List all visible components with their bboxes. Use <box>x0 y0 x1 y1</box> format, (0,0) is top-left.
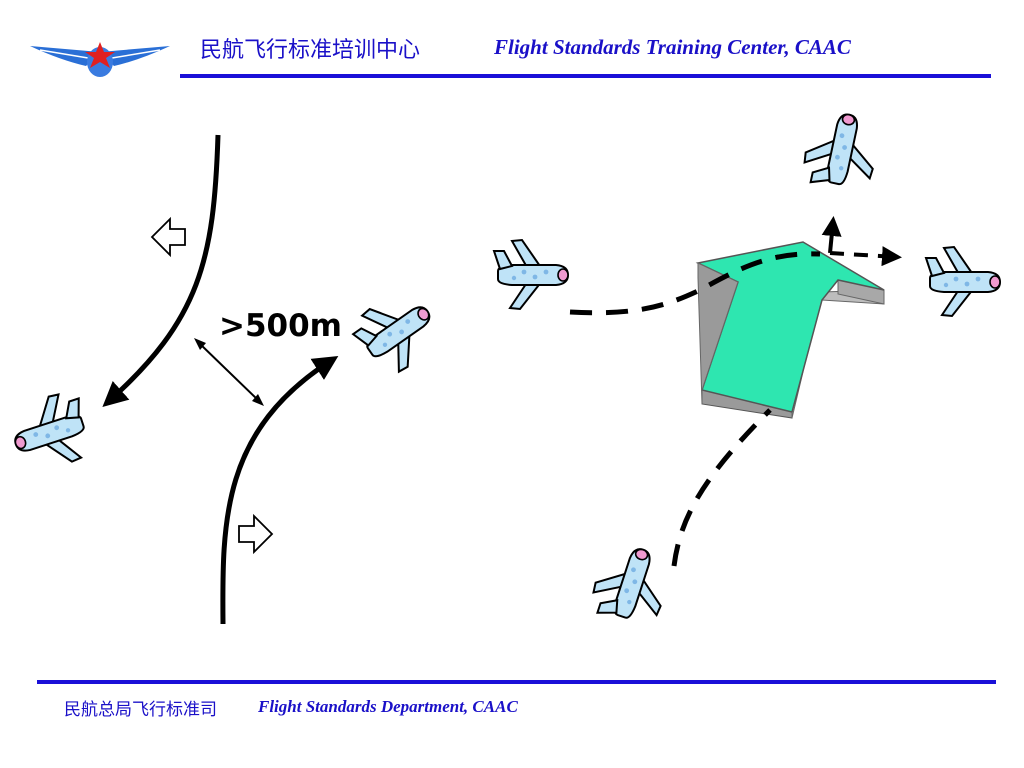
left-turn-path <box>102 134 221 407</box>
block-arrow-up-icon <box>695 241 885 419</box>
airplane-icon <box>3 386 98 478</box>
header-org-en: Flight Standards Training Center, CAAC <box>494 35 851 59</box>
separation-label: >500m <box>219 308 342 344</box>
airplane-icon <box>493 239 569 310</box>
hollow-arrow-left-icon <box>150 216 186 258</box>
header-org-cn: 民航飞行标准培训中心 <box>200 38 421 63</box>
route-north-dashed <box>821 216 842 254</box>
airplane-icon <box>798 106 884 196</box>
airplane-icon <box>345 281 448 383</box>
separation-dimension-arrow <box>194 338 264 406</box>
approach-route-dashed <box>569 251 821 316</box>
route-east-dashed <box>829 246 902 267</box>
hollow-arrow-right-icon <box>238 513 274 555</box>
airplane-icon <box>585 537 677 632</box>
right-turn-path <box>220 355 339 625</box>
airplane-icon <box>925 246 1001 317</box>
caac-wings-star-logo-icon <box>30 42 170 77</box>
footer-dept-en: Flight Standards Department, CAAC <box>258 697 518 716</box>
footer-dept-cn: 民航总局飞行标准司 <box>64 700 217 720</box>
south-route-dashed <box>671 408 772 567</box>
